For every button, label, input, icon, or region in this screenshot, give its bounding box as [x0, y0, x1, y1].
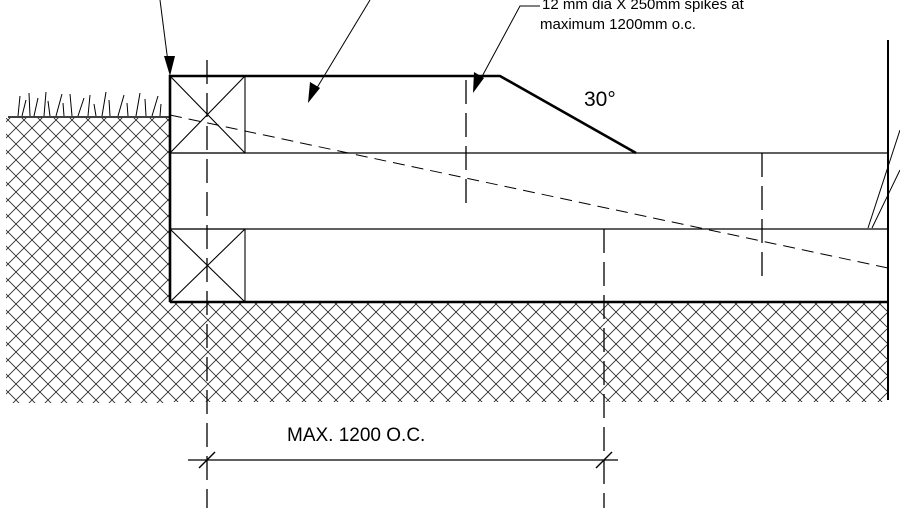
- leader-lines: [159, 0, 900, 229]
- spike-centerlines: [206, 60, 763, 508]
- slope-angle-label: 30°: [584, 88, 616, 111]
- spike-note-line2: maximum 1200mm o.c.: [540, 16, 696, 33]
- soil-hatching: [6, 118, 888, 403]
- arrow-heads: [164, 56, 484, 103]
- spacing-dimension: [188, 451, 618, 469]
- spacing-dimension-label: MAX. 1200 O.C.: [287, 425, 425, 446]
- grass-tufts: [17, 91, 162, 117]
- slope-dashed-line: [169, 114, 889, 269]
- spike-note-line1: 12 mm dia X 250mm spikes at: [542, 0, 745, 13]
- timber-body: [168, 74, 888, 304]
